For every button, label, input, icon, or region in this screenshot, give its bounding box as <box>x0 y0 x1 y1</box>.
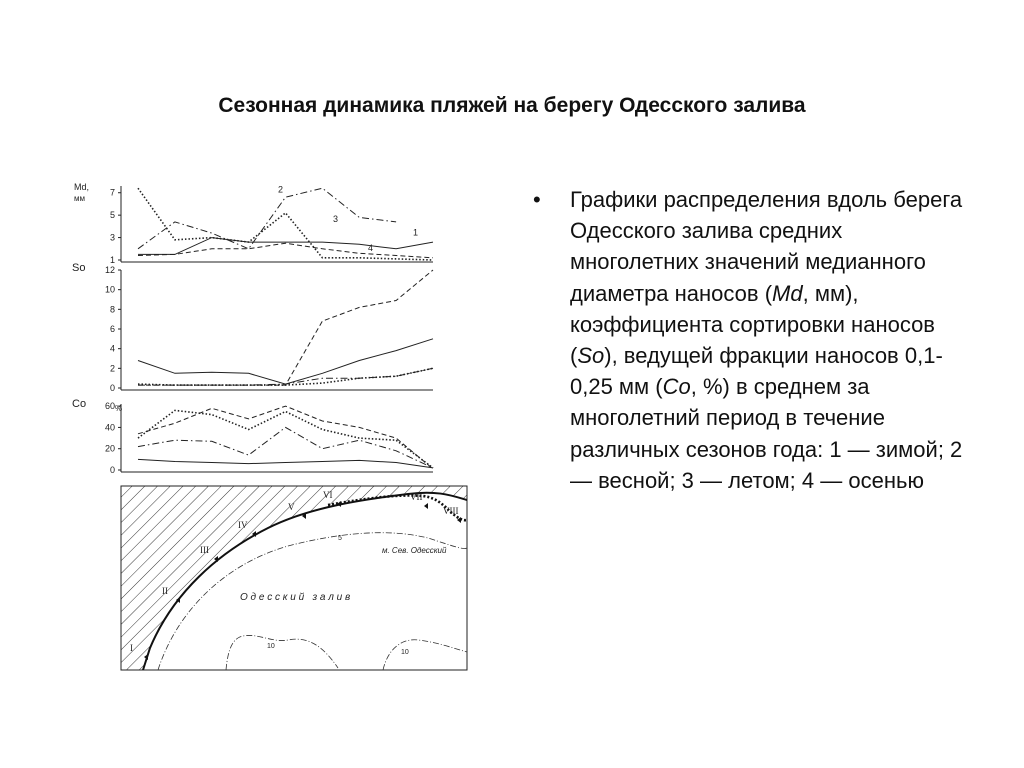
bullet-fragment: , мм), коэффициента сортировки наносов ( <box>570 280 935 369</box>
co-axis-unit: % <box>115 404 122 413</box>
section-label: VIII <box>443 506 459 516</box>
so-series-4 <box>138 269 434 386</box>
coast-map: О д е с с к и й з а л и в м. Сев. Одесск… <box>120 485 468 671</box>
section-marker <box>214 556 218 562</box>
section-marker <box>457 517 461 523</box>
slide-title: Сезонная динамика пляжей на берегу Одесс… <box>218 94 806 117</box>
co-axis-label: Co <box>72 398 86 410</box>
co-series-3 <box>137 409 434 469</box>
co-series-1 <box>137 458 434 469</box>
md-series-label: 1 <box>413 227 418 237</box>
coastline <box>142 491 467 670</box>
co-series-2 <box>137 426 434 469</box>
isobath-5-label: 5 <box>338 535 342 542</box>
section-label: III <box>200 545 209 555</box>
md-tick-label: 1 <box>110 255 115 265</box>
isobath-10a-label: 10 <box>267 643 275 650</box>
md-series-3 <box>137 187 434 261</box>
md-series-4 <box>137 242 434 259</box>
section-marker <box>337 501 341 507</box>
co-tick-label: 40 <box>105 422 115 432</box>
cape-label: м. Сев. Одесский <box>382 546 447 555</box>
md-tick-label: 3 <box>110 233 115 243</box>
co-chart: 0 20 40 60 <box>105 401 434 475</box>
md-chart: 1 3 5 7 1 2 3 4 <box>110 185 434 265</box>
bullet-symbol: Co <box>662 374 691 400</box>
md-tick-label: 5 <box>110 210 115 220</box>
bullet-fragment: ), ведущей фракции наносов 0,1-0,25 мм ( <box>570 343 943 400</box>
land-hatching <box>121 486 467 670</box>
section-label: VII <box>410 492 423 502</box>
bullet-marker: • <box>533 187 541 212</box>
section-marker <box>302 513 306 519</box>
isobath-10b-label: 10 <box>401 649 409 656</box>
so-axis-label: So <box>72 262 85 274</box>
md-series-1 <box>138 237 434 255</box>
md-axis-label: Md, <box>74 182 89 192</box>
so-tick-label: 6 <box>110 324 115 334</box>
co-tick-label: 60 <box>105 401 115 411</box>
co-series-4 <box>137 405 434 470</box>
bay-label: О д е с с к и й з а л и в <box>240 592 350 603</box>
section-marker <box>176 597 180 603</box>
bullet-symbol: So <box>577 343 605 369</box>
so-tick-label: 0 <box>110 383 115 393</box>
md-axis-unit: мм <box>74 194 85 203</box>
so-chart: 0 2 4 6 8 10 12 <box>105 265 434 393</box>
section-label: VI <box>323 490 333 500</box>
section-label: II <box>162 586 168 596</box>
section-marker <box>252 531 256 537</box>
so-tick-label: 10 <box>105 285 115 295</box>
co-tick-label: 0 <box>110 465 115 475</box>
so-tick-label: 8 <box>110 304 115 314</box>
bullet-symbol: Md <box>772 280 803 306</box>
isobath-10-a <box>225 635 339 670</box>
so-series-1 <box>137 338 434 385</box>
so-series-2 <box>138 367 434 386</box>
isobath-5 <box>157 532 467 670</box>
bullet-fragment: , %) в среднем за многолетний период в т… <box>570 374 963 493</box>
md-series-2 <box>137 187 397 250</box>
co-tick-label: 20 <box>105 444 115 454</box>
so-tick-label: 2 <box>110 363 115 373</box>
so-tick-label: 4 <box>110 344 115 354</box>
md-series-label: 4 <box>368 243 373 253</box>
section-label: IV <box>238 520 248 530</box>
so-tick-label: 12 <box>105 265 115 275</box>
md-tick-label: 7 <box>110 188 115 198</box>
bullet-text: Графики распределения вдоль берега Одесс… <box>570 184 970 496</box>
section-label: V <box>288 502 295 512</box>
md-series-label: 3 <box>333 214 338 224</box>
bullet-fragment: Графики распределения вдоль берега Одесс… <box>570 187 963 306</box>
section-label: I <box>130 643 133 653</box>
section-marker <box>424 503 428 509</box>
section-marker <box>144 654 148 660</box>
md-series-label: 2 <box>278 185 283 195</box>
